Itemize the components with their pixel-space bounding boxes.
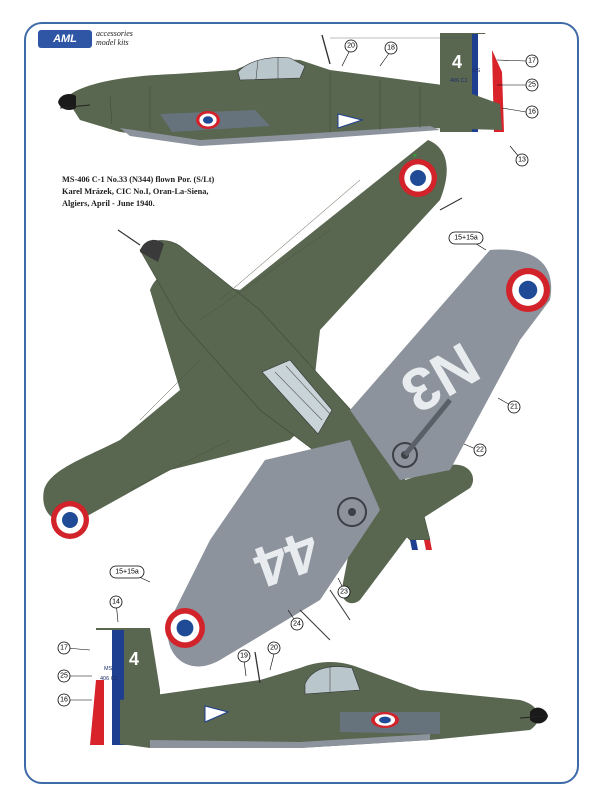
- aircraft-caption: MS-406 C-1 No.33 (N344) flown Por. (S/Lt…: [62, 174, 214, 210]
- svg-text:20: 20: [347, 43, 355, 50]
- callout-25-top: 25: [525, 78, 539, 92]
- upper-roundel-left: [51, 501, 89, 539]
- side-profile-top: 4 MS 406 C1: [58, 33, 504, 146]
- svg-text:16: 16: [60, 697, 68, 704]
- svg-text:21: 21: [510, 404, 518, 411]
- callout-13: 13: [515, 153, 529, 167]
- fin-type-ms-top: MS: [472, 68, 481, 74]
- fin-type-ms-bottom: MS: [104, 666, 113, 672]
- svg-text:23: 23: [340, 589, 348, 596]
- svg-text:25: 25: [60, 673, 68, 680]
- callout-22: 22: [473, 443, 487, 457]
- canopy-plan: [261, 359, 333, 435]
- fin-number-top: 4: [452, 52, 462, 72]
- aml-logo: AML: [38, 30, 92, 48]
- svg-text:25: 25: [528, 82, 536, 89]
- svg-text:19: 19: [240, 653, 248, 660]
- callout-20-top: 20: [344, 39, 358, 53]
- callout-19: 19: [237, 649, 251, 663]
- spinner-top: [58, 94, 76, 110]
- underside-wing-left: 44: [165, 440, 380, 667]
- svg-text:22: 22: [476, 447, 484, 454]
- fin-type-406-bottom: 406 C1: [100, 676, 118, 682]
- callout-24: 24: [290, 617, 304, 631]
- tagline-line2: model kits: [96, 38, 129, 47]
- lower-roundel-right: [506, 268, 550, 312]
- callout-18: 18: [384, 41, 398, 55]
- callout-15-15a-top: 15+15a: [448, 231, 484, 245]
- callout-25-bottom: 25: [57, 669, 71, 683]
- caption-line3: Algiers, April - June 1940.: [62, 199, 155, 208]
- underside-wing-right: N3: [350, 249, 552, 480]
- callout-17-top: 17: [525, 54, 539, 68]
- callout-17-bottom: 17: [57, 641, 71, 655]
- svg-text:14: 14: [112, 599, 120, 606]
- svg-text:17: 17: [60, 645, 68, 652]
- spinner-bottom: [530, 707, 548, 724]
- callout-14: 14: [109, 595, 123, 609]
- tagline-line1: accessories: [96, 29, 133, 38]
- callout-20-bottom: 20: [267, 641, 281, 655]
- svg-text:24: 24: [293, 621, 301, 628]
- svg-text:15+15a: 15+15a: [115, 569, 139, 576]
- svg-text:18: 18: [387, 45, 395, 52]
- callout-16-top: 16: [525, 105, 539, 119]
- side-profile-bottom: 4 MS 406 C1: [90, 628, 549, 748]
- callout-23: 23: [337, 585, 351, 599]
- callout-16-bottom: 16: [57, 693, 71, 707]
- canopy-bottom: [304, 666, 361, 695]
- caption-line1: MS-406 C-1 No.33 (N344) flown Por. (S/Lt…: [62, 175, 215, 184]
- caption-line2: Karel Mrázek, CIC No.I, Oran-La-Siena,: [62, 187, 209, 196]
- callout-21: 21: [507, 400, 521, 414]
- svg-text:15+15a: 15+15a: [454, 235, 478, 242]
- logo-tagline: accessories model kits: [96, 29, 133, 47]
- fin-number-bottom: 4: [129, 649, 139, 669]
- upper-roundel-right: [399, 159, 437, 197]
- svg-text:17: 17: [528, 58, 536, 65]
- svg-text:20: 20: [270, 645, 278, 652]
- canopy-top: [237, 57, 306, 81]
- svg-text:16: 16: [528, 109, 536, 116]
- fin-type-406-top: 406 C1: [450, 78, 468, 84]
- callout-15-15a-bottom: 15+15a: [109, 565, 145, 579]
- svg-text:13: 13: [518, 157, 526, 164]
- lower-roundel-left: [165, 608, 205, 648]
